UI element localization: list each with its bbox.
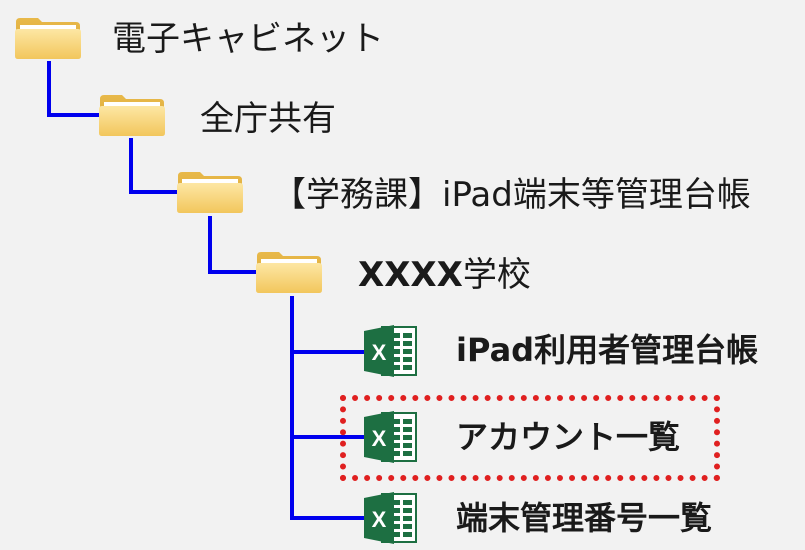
node-label-level1: 全庁共有 (200, 99, 336, 139)
connector-root-level1 (47, 61, 102, 117)
folder-icon (98, 93, 166, 137)
excel-icon (362, 490, 418, 546)
node-label-level3: XXXX学校 (358, 258, 531, 292)
highlight-box (340, 395, 720, 481)
file-label: iPad利用者管理台帳 (456, 331, 759, 369)
file-label: 端末管理番号一覧 (456, 499, 713, 537)
connector-level2-level3 (208, 216, 260, 274)
connector-level1-level2 (129, 138, 182, 194)
node-label-root: 電子キャビネット (112, 19, 384, 59)
school-suffix: 学校 (462, 255, 531, 295)
excel-icon (362, 409, 418, 465)
school-name-placeholder: XXXX (358, 255, 463, 295)
node-label-level2: 【学務課】iPad端末等管理台帳 (272, 175, 751, 215)
folder-icon (255, 250, 323, 294)
excel-icon (362, 323, 418, 379)
folder-icon (14, 16, 82, 60)
folder-icon (176, 170, 244, 214)
file-label: アカウント一覧 (456, 418, 681, 456)
